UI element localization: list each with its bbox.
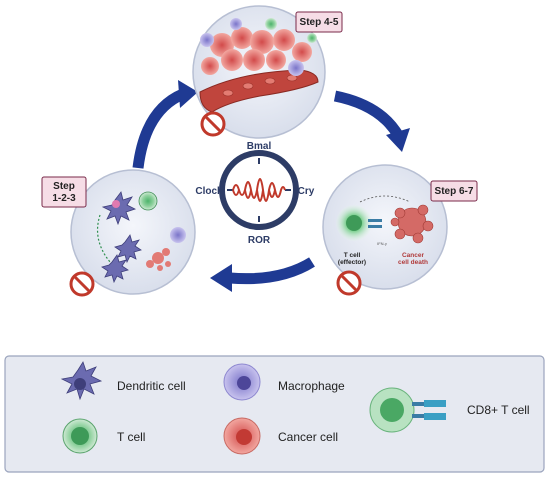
- antigen-presentation-circle: Step 1-2-3: [41, 169, 196, 297]
- legend-cd8-t-cell-label: CD8+ T cell: [467, 403, 530, 417]
- legend-cancer-cell-label: Cancer cell: [278, 430, 338, 444]
- legend-box: [4, 355, 545, 473]
- step-4-5-box: Step 4-5: [295, 11, 343, 33]
- t-cell-receptor: [368, 219, 382, 228]
- t-cell-left: [138, 191, 158, 211]
- clock-label-bmal: Bmal: [247, 141, 272, 152]
- tumor-cells: [201, 27, 312, 75]
- step-6-7-box: Step 6-7: [430, 180, 478, 202]
- antigen-dot: [112, 200, 120, 208]
- effector-t-cell-nucleus: [346, 215, 362, 231]
- forbidden-icon-top: [200, 111, 226, 137]
- t-cell-effector-label-line2: (effector): [338, 259, 366, 266]
- t-cell-killing-circle: IFN-γ T cell (effector) Cancer cell deat…: [322, 164, 478, 296]
- legend-macrophage-icon: [223, 363, 261, 401]
- legend-cancer-cell-icon: [223, 417, 261, 455]
- signal-arc: [359, 195, 411, 203]
- clock-face: [219, 150, 299, 230]
- arrow-top-to-right-head: [386, 128, 410, 152]
- dying-cancer-cell: [390, 204, 434, 244]
- legend-cd8-t-cell-icon: [369, 387, 446, 433]
- circadian-clock: Bmal Clock Cry ROR: [195, 141, 314, 246]
- step-1-2-3-box: Step 1-2-3: [41, 176, 87, 208]
- cancer-debris: [146, 248, 171, 271]
- arrow-right-to-left: [229, 257, 315, 285]
- legend-t-cell-label: T cell: [117, 430, 145, 444]
- clock-label-ror: ROR: [248, 235, 271, 246]
- cancer-death-label-line1: Cancer: [402, 252, 425, 259]
- legend-panel: Dendritic cell Macrophage T cell Cancer …: [4, 355, 545, 473]
- dendritic-cells-left: [101, 191, 142, 284]
- circadian-wave-lower: [232, 189, 276, 202]
- migration-path: [97, 214, 111, 263]
- cycle-arrows: [132, 80, 410, 292]
- immune-cells-top: [200, 18, 317, 76]
- step-6-7-label: Step 6-7: [435, 186, 474, 197]
- red-blood-cells: [222, 74, 298, 97]
- arrow-right-to-left-head: [210, 264, 232, 292]
- step-1-2-3-label-line2: 1-2-3: [52, 193, 76, 204]
- arrow-top-to-right: [333, 90, 403, 139]
- legend-dendritic-cell-icon: [60, 361, 103, 401]
- t-cell-effector-label-line1: T cell: [344, 252, 361, 259]
- legend-t-cell-icon: [62, 418, 98, 454]
- macrophage-left: [170, 227, 186, 243]
- clock-label-clock: Clock: [195, 186, 223, 197]
- step-4-5-label: Step 4-5: [300, 17, 339, 28]
- circadian-wave-icon: [232, 178, 286, 202]
- ifn-label: IFN-γ: [377, 241, 387, 246]
- forbidden-icon-left: [69, 271, 95, 297]
- arrow-left-to-top: [132, 88, 186, 169]
- tumor-microenvironment-circle: Step 4-5: [192, 5, 343, 139]
- step-1-2-3-label-line1: Step: [53, 181, 75, 192]
- arrow-left-to-top-head: [178, 80, 198, 108]
- forbidden-icon-right: [336, 270, 362, 296]
- clock-label-cry: Cry: [298, 186, 315, 197]
- legend-dendritic-cell-label: Dendritic cell: [117, 379, 186, 393]
- legend-macrophage-label: Macrophage: [278, 379, 345, 393]
- cancer-death-label-line2: cell death: [398, 259, 428, 266]
